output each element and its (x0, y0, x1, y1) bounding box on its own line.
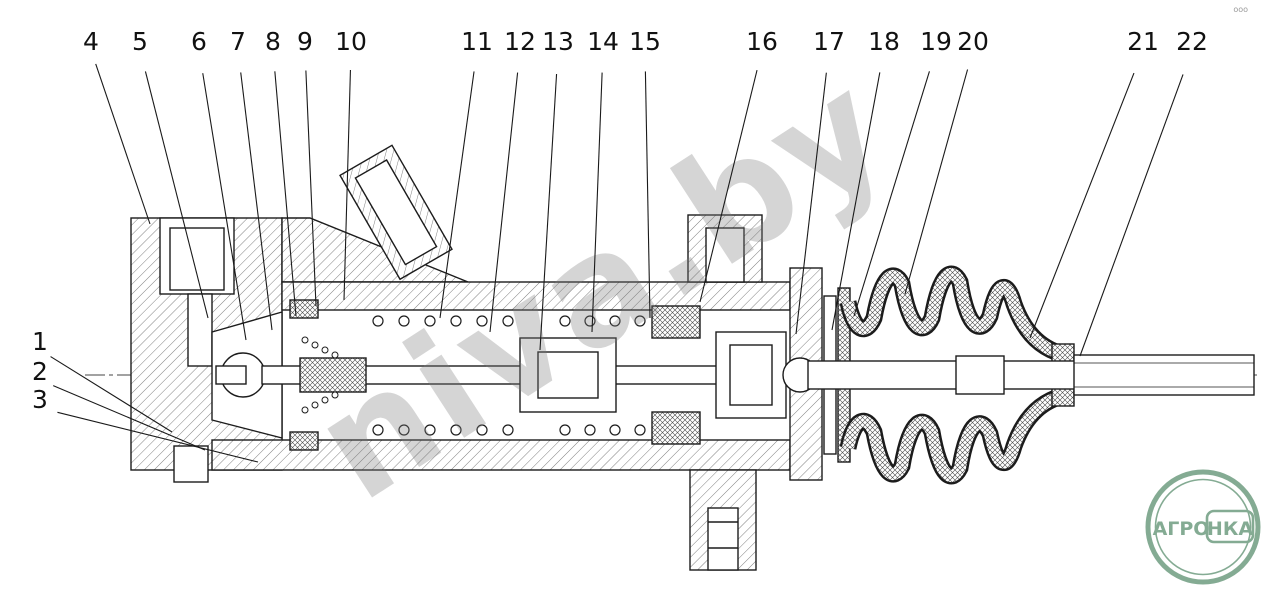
conical-spring (301, 336, 339, 414)
leader-line (57, 411, 259, 463)
part-number: 3 (32, 385, 48, 414)
rod-thread (1073, 354, 1255, 396)
push-rod (782, 354, 1255, 396)
part-number: 8 (265, 27, 281, 56)
cup-seal (651, 305, 701, 339)
secondary-piston (519, 337, 617, 413)
leader-line (699, 70, 758, 303)
logo-inner-ring (1154, 478, 1252, 576)
part-number: 6 (191, 27, 207, 56)
leader-line (202, 73, 247, 341)
logo-text-agro: АГРО (1153, 518, 1210, 540)
logo: АГРО НКА (1145, 469, 1261, 585)
boot-top-band-hatch (842, 268, 1064, 360)
part-number: 7 (230, 27, 246, 56)
part-number: 18 (868, 27, 900, 56)
internals (215, 287, 851, 463)
secondary-piston-insert (537, 351, 599, 399)
leader-line (144, 71, 209, 319)
part-number: 2 (32, 357, 48, 386)
leader-line (853, 71, 930, 317)
part-number: 5 (132, 27, 148, 56)
leader-line (1029, 72, 1135, 339)
part-number: 14 (587, 27, 619, 56)
logo-outer-ring (1145, 469, 1261, 585)
part-number: 1 (32, 327, 48, 356)
angled-fitting (339, 144, 453, 281)
leader-line (591, 72, 603, 333)
part-number: 4 (83, 27, 99, 56)
valve-stem (215, 365, 247, 385)
leader-line (305, 70, 317, 307)
boot-bottom-band-hatch (842, 390, 1064, 482)
reservoir-fitting (169, 227, 225, 291)
leader-line (52, 385, 206, 451)
fitting-bore (354, 159, 438, 266)
leader-line (539, 73, 558, 351)
cup-seal (651, 411, 701, 445)
part-number: 16 (746, 27, 778, 56)
part-number: 10 (335, 27, 367, 56)
bleeder-plug (173, 445, 209, 483)
part-number: 9 (297, 27, 313, 56)
leader-line (274, 71, 297, 317)
corner-mark: ооо (1233, 5, 1248, 14)
part-number: 21 (1127, 27, 1159, 56)
rubber-boot (839, 265, 1075, 485)
part-number: 12 (504, 27, 536, 56)
rod-wrench-flat (955, 355, 1005, 395)
leader-line (795, 72, 827, 335)
part-number: 17 (813, 27, 845, 56)
part-number: 19 (920, 27, 952, 56)
leader-line (240, 72, 273, 331)
logo-box (1205, 509, 1255, 544)
part-number: 22 (1176, 27, 1208, 56)
leader-line (343, 69, 351, 301)
logo-text-nka: НКА (1207, 518, 1253, 540)
leader-line (489, 72, 519, 333)
leader-line (95, 63, 151, 225)
leader-line (1079, 74, 1184, 357)
leader-line (904, 69, 969, 295)
part-number: 15 (629, 27, 661, 56)
part-number: 11 (461, 27, 493, 56)
cup-seal (289, 431, 319, 451)
cup-seal (289, 299, 319, 319)
leader-line (50, 356, 173, 433)
feed-channel (187, 293, 213, 367)
part-number: 13 (542, 27, 574, 56)
primary-piston-insert (729, 344, 773, 406)
leader-line (644, 71, 651, 319)
rod-shank (807, 360, 1081, 390)
leader-line (831, 72, 881, 331)
part-number: 20 (957, 27, 989, 56)
seal-holder (299, 357, 367, 393)
leader-line (439, 71, 475, 319)
outlet-channel (705, 227, 745, 283)
lug-hole (707, 507, 739, 571)
cylinder-body (130, 214, 823, 571)
